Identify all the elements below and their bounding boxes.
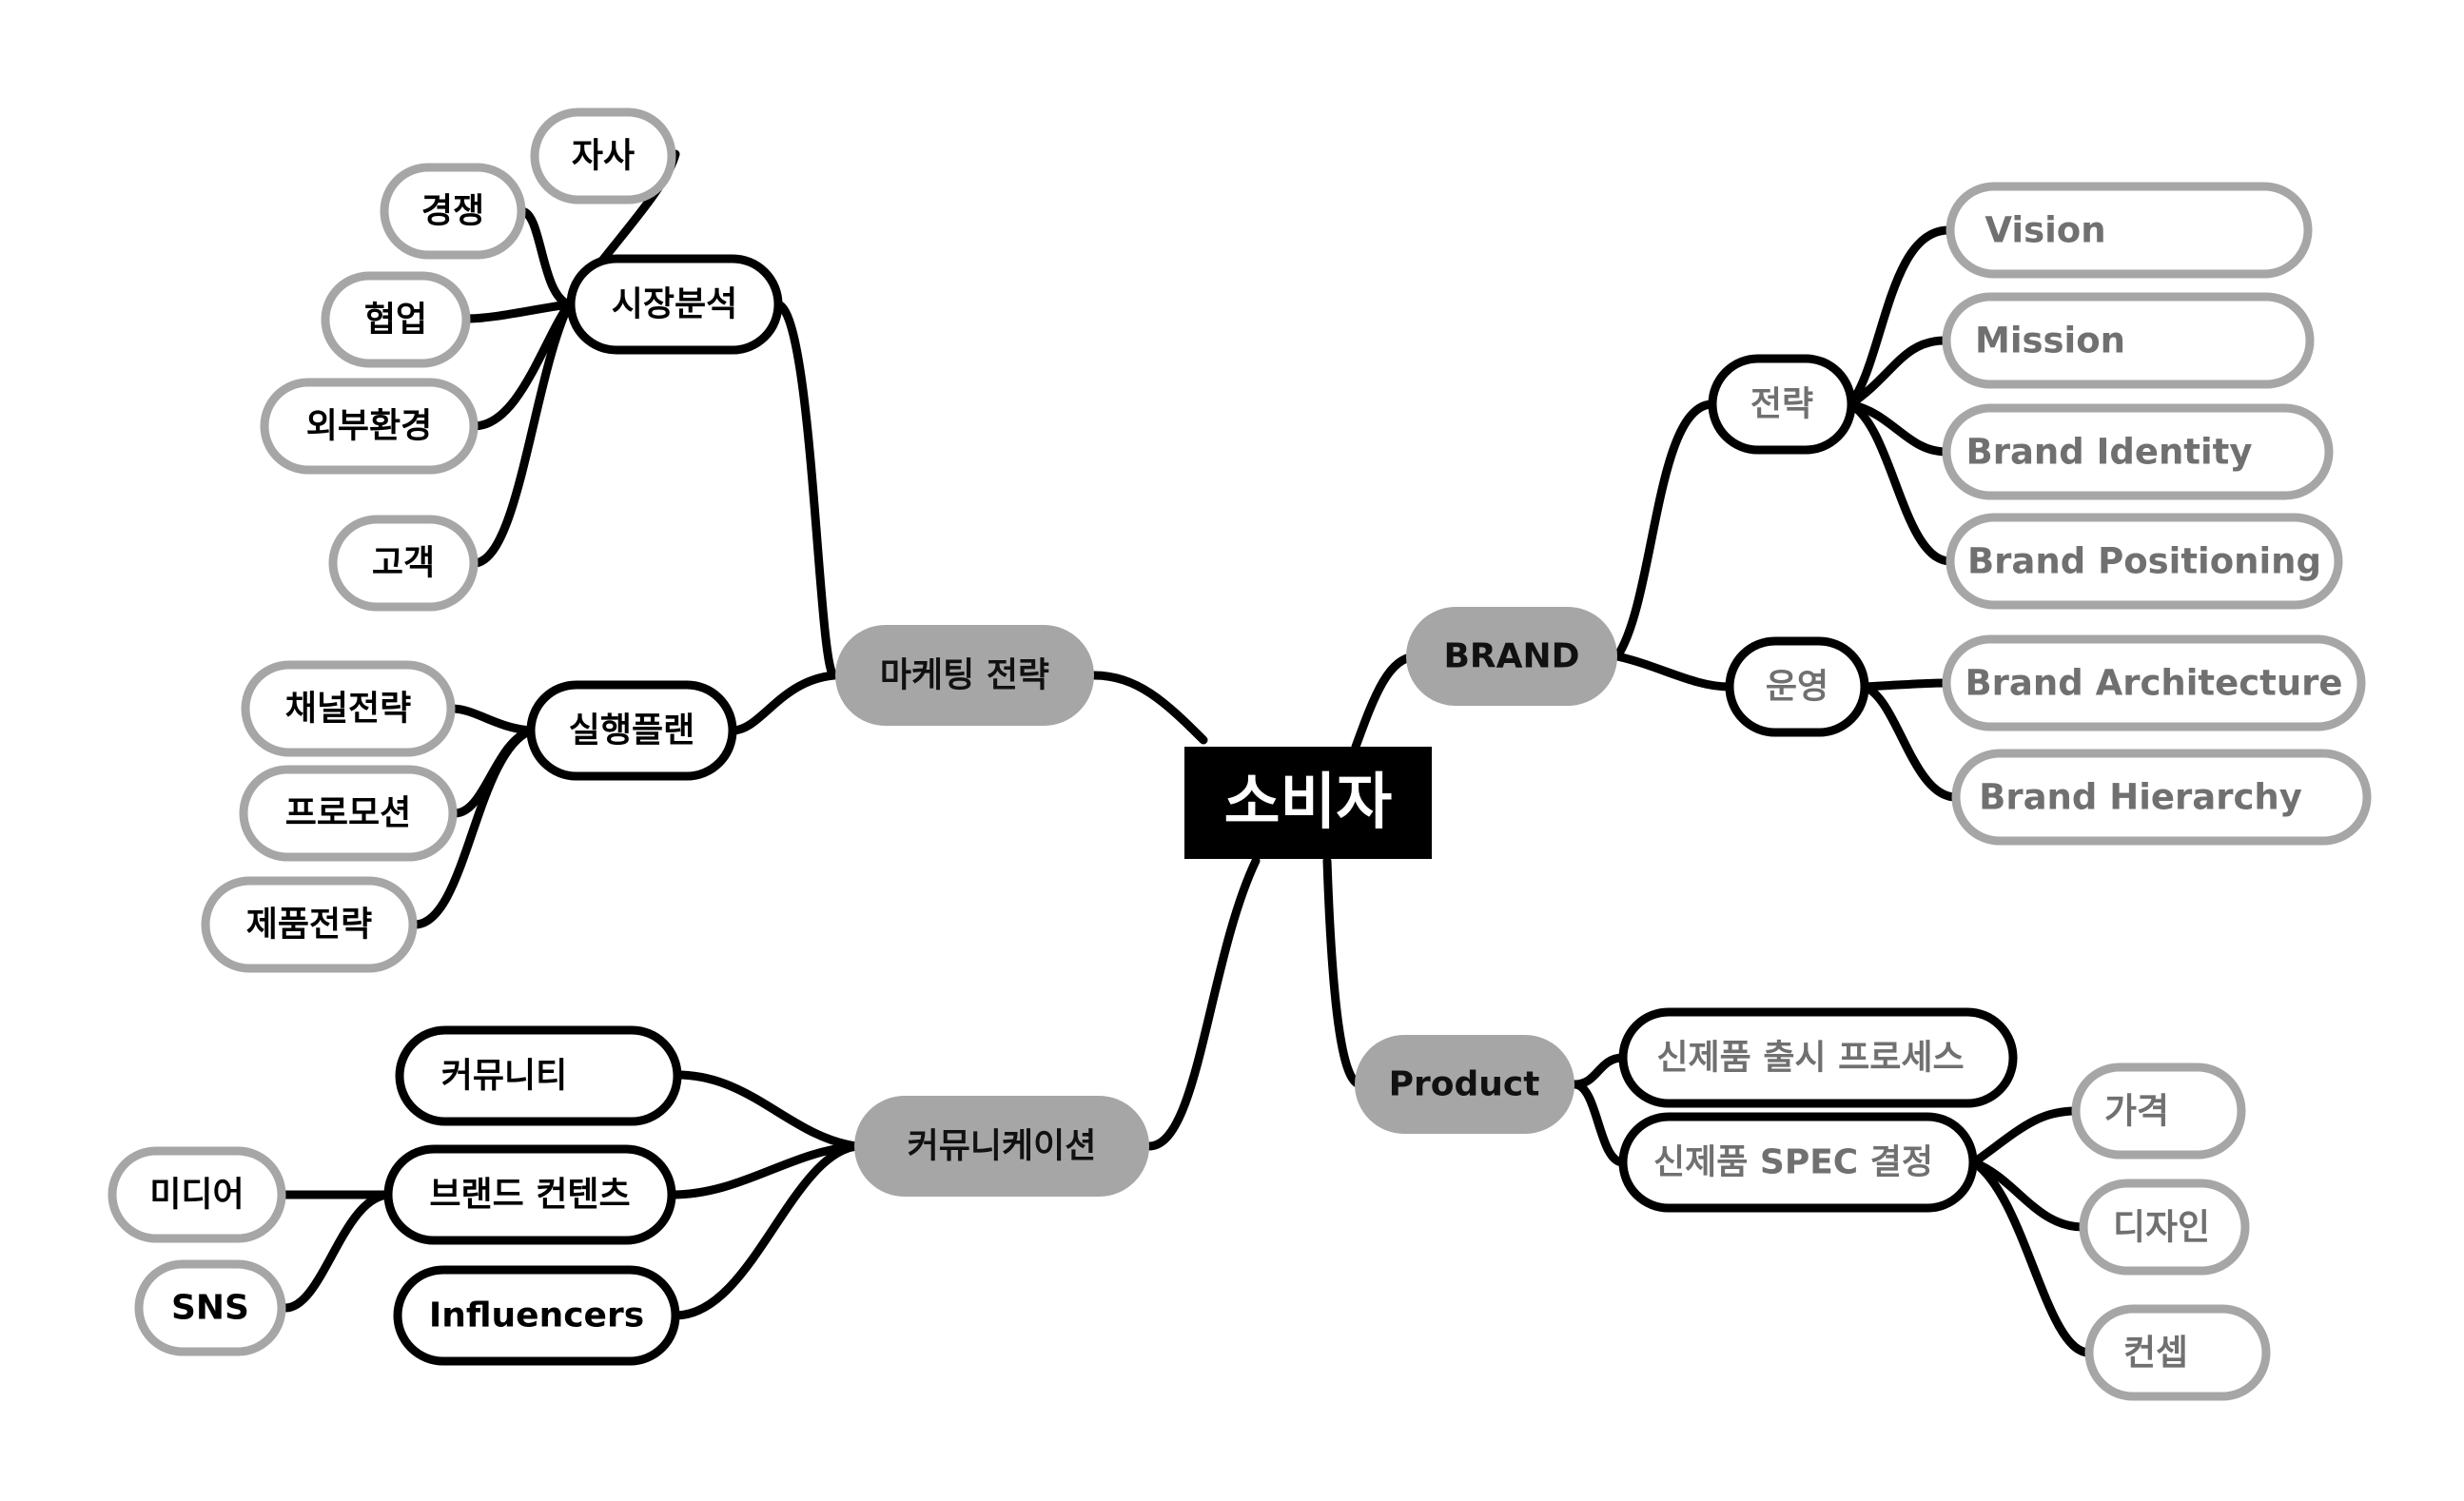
node-execution-plan[interactable]: 실행플랜 — [526, 680, 737, 781]
leaf-brand-architecture[interactable]: Brand Architecture — [1942, 634, 2366, 731]
leaf-oebu[interactable]: 외부환경 — [260, 378, 479, 475]
edge-marketing-execution-plan — [728, 671, 839, 735]
edge-brand-strategy — [1613, 400, 1717, 661]
node-operation-label: 운영 — [1766, 668, 1828, 707]
node-launch-process[interactable]: 신제품 출시 프로세스 — [1618, 1007, 2018, 1108]
edge-spec-concept — [1969, 1158, 2094, 1357]
leaf-hyeobeop-label: 협업 — [364, 301, 427, 340]
node-brand-content[interactable]: 브랜드 컨텐츠 — [383, 1144, 676, 1245]
node-launch-process-label: 신제품 출시 프로세스 — [1656, 1039, 1964, 1078]
leaf-promotion-label: 프로모션 — [285, 794, 411, 833]
root-node[interactable]: 소비자 — [1184, 747, 1432, 859]
edge-product-spec — [1570, 1080, 1628, 1167]
leaf-price-label: 가격 — [2104, 1091, 2169, 1132]
node-market-analysis[interactable]: 시장분석 — [566, 254, 783, 355]
root-label: 소비자 — [1224, 768, 1393, 838]
hub-brand[interactable]: BRAND — [1406, 607, 1617, 706]
leaf-product-strategy[interactable]: 제품전략 — [201, 876, 418, 973]
edge-st-identity — [1846, 400, 1951, 457]
edge-comm-community — [673, 1070, 861, 1151]
leaf-brand-hierarchy-label: Brand Hierarchy — [1979, 777, 2302, 818]
leaf-media-label: 미디어 — [149, 1176, 244, 1215]
leaf-brand-identity[interactable]: Brand Identity — [1942, 403, 2334, 500]
leaf-hyeobeop[interactable]: 협업 — [321, 271, 471, 368]
leaf-vision-label: Vision — [1985, 210, 2105, 251]
leaf-jasa-label: 자사 — [572, 137, 635, 176]
node-operation[interactable]: 운영 — [1725, 636, 1869, 737]
edge-bc-sns — [281, 1190, 395, 1313]
leaf-concept-label: 컨셉 — [2123, 1333, 2188, 1374]
node-community-label: 커뮤니티 — [441, 1057, 567, 1096]
leaf-brand-positioning[interactable]: Brand Positioning — [1946, 513, 2343, 610]
leaf-channel[interactable]: 채널전략 — [241, 660, 456, 757]
edge-marketing-market-analysis — [773, 300, 839, 680]
hub-communication-label: 커뮤니케이션 — [908, 1127, 1097, 1166]
leaf-brand-architecture-label: Brand Architecture — [1965, 663, 2342, 704]
leaf-brand-hierarchy[interactable]: Brand Hierarchy — [1951, 749, 2372, 846]
edge-comm-brand-content — [667, 1141, 861, 1199]
node-strategy[interactable]: 전략 — [1708, 354, 1856, 455]
hub-communication[interactable]: 커뮤니케이션 — [854, 1096, 1149, 1197]
edge-root-marketing — [1089, 671, 1208, 745]
node-strategy-label: 전략 — [1750, 385, 1813, 424]
edge-ep-product — [410, 726, 536, 929]
leaf-brand-positioning-label: Brand Positioning — [1967, 541, 2321, 582]
leaf-design[interactable]: 디자인 — [2079, 1179, 2250, 1276]
edge-st-vision — [1846, 225, 1953, 409]
node-spec-decision[interactable]: 신제품 SPEC 결정 — [1618, 1112, 1978, 1213]
leaf-gogaek[interactable]: 고객 — [328, 515, 479, 612]
node-execution-plan-label: 실행플랜 — [569, 712, 694, 750]
edge-spec-price — [1969, 1106, 2081, 1167]
leaf-gogaek-label: 고객 — [372, 544, 435, 583]
leaf-price[interactable]: 가격 — [2071, 1062, 2246, 1160]
hub-product[interactable]: Product — [1355, 1035, 1574, 1134]
hub-product-label: Product — [1389, 1065, 1540, 1104]
edge-ma-oebu — [469, 300, 574, 431]
node-influencers[interactable]: Influencers — [393, 1265, 680, 1366]
edge-op-architecture — [1860, 678, 1951, 692]
hub-brand-label: BRAND — [1443, 637, 1579, 676]
leaf-sns-label: SNS — [171, 1289, 249, 1328]
edge-brand-operation — [1613, 652, 1734, 692]
leaf-design-label: 디자인 — [2113, 1207, 2210, 1248]
edge-root-product — [1322, 856, 1365, 1089]
node-brand-content-label: 브랜드 컨텐츠 — [429, 1176, 630, 1215]
leaf-gyeongjaeng-label: 경쟁 — [421, 192, 484, 231]
edge-st-positioning — [1846, 400, 1955, 566]
leaf-mission[interactable]: Mission — [1942, 292, 2315, 389]
edge-root-communication — [1144, 856, 1261, 1151]
edge-ep-channel — [447, 704, 536, 735]
leaf-gyeongjaeng[interactable]: 경쟁 — [380, 163, 526, 260]
leaf-jasa[interactable]: 자사 — [530, 107, 676, 205]
leaf-sns[interactable]: SNS — [134, 1259, 286, 1356]
leaf-oebu-label: 외부환경 — [306, 407, 432, 446]
node-spec-decision-label: 신제품 SPEC 결정 — [1653, 1143, 1933, 1182]
leaf-mission-label: Mission — [1975, 321, 2125, 361]
edge-ma-hyeobeop — [461, 300, 574, 323]
node-influencers-label: Influencers — [429, 1296, 644, 1335]
hub-marketing[interactable]: 마케팅 전략 — [835, 625, 1094, 726]
leaf-product-strategy-label: 제품전략 — [246, 906, 372, 945]
connector-lines — [277, 149, 2094, 1357]
edge-comm-influencers — [671, 1141, 861, 1320]
node-community[interactable]: 커뮤니티 — [395, 1025, 682, 1126]
leaf-concept[interactable]: 컨셉 — [2084, 1304, 2271, 1401]
leaf-promotion[interactable]: 프로모션 — [239, 765, 458, 862]
hub-marketing-label: 마케팅 전략 — [880, 656, 1049, 695]
leaf-channel-label: 채널전략 — [285, 690, 411, 729]
edge-st-mission — [1846, 336, 1949, 409]
node-market-analysis-label: 시장분석 — [612, 285, 737, 324]
edge-ma-gogaek — [469, 300, 574, 568]
leaf-brand-identity-label: Brand Identity — [1966, 432, 2253, 473]
edge-op-hierarchy — [1860, 682, 1961, 802]
leaf-media[interactable]: 미디어 — [108, 1146, 286, 1243]
leaf-vision[interactable]: Vision — [1946, 182, 2313, 279]
edge-ma-gyeongjaeng — [517, 206, 574, 309]
edge-product-launch — [1570, 1053, 1628, 1089]
